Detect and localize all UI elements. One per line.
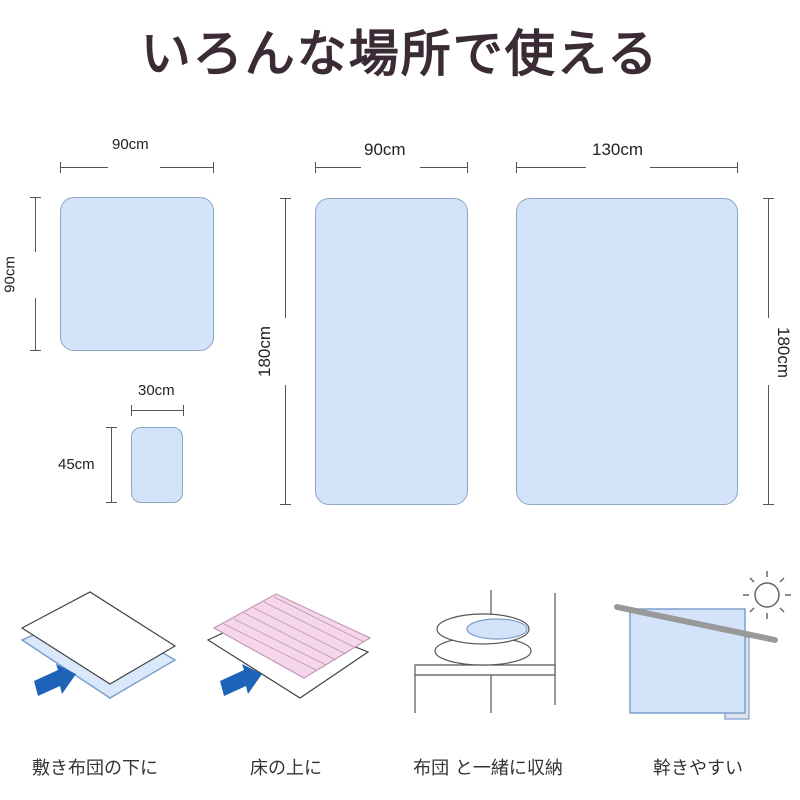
mat-under-futon-icon <box>20 591 177 699</box>
mat-30x45-width-label: 30cm <box>138 382 175 399</box>
mat-90x180-height-label: 180cm <box>255 325 274 377</box>
drying-rack-sun-icon <box>614 571 791 720</box>
mat-90x90-width-label: 90cm <box>112 136 149 153</box>
mat-130x180-width-label: 130cm <box>592 140 644 159</box>
stored-with-futon-icon <box>414 590 556 713</box>
mat-90x180-shape <box>315 198 468 505</box>
mat-130x180-shape <box>516 198 738 505</box>
mat-90x90-height-label: 90cm <box>1 256 19 293</box>
usage-caption-on-floor: 床の上に <box>250 758 322 779</box>
page-title: いろんな場所で使える <box>140 25 660 83</box>
mat-90x180-width-label: 90cm <box>364 140 406 159</box>
mat-30x45-height-label: 45cm <box>58 456 95 473</box>
usage-caption-storage: 布団 と一緒に収納 <box>413 758 563 779</box>
usage-caption-drying: 幹きやすい <box>653 758 743 779</box>
mat-130x180-height-label: 180cm <box>774 327 793 379</box>
mat-30x45-shape <box>131 427 183 503</box>
mat-on-floor-icon <box>206 593 372 699</box>
usage-caption-under-futon: 敷き布団の下に <box>32 758 158 779</box>
mat-90x90-shape <box>60 197 214 351</box>
